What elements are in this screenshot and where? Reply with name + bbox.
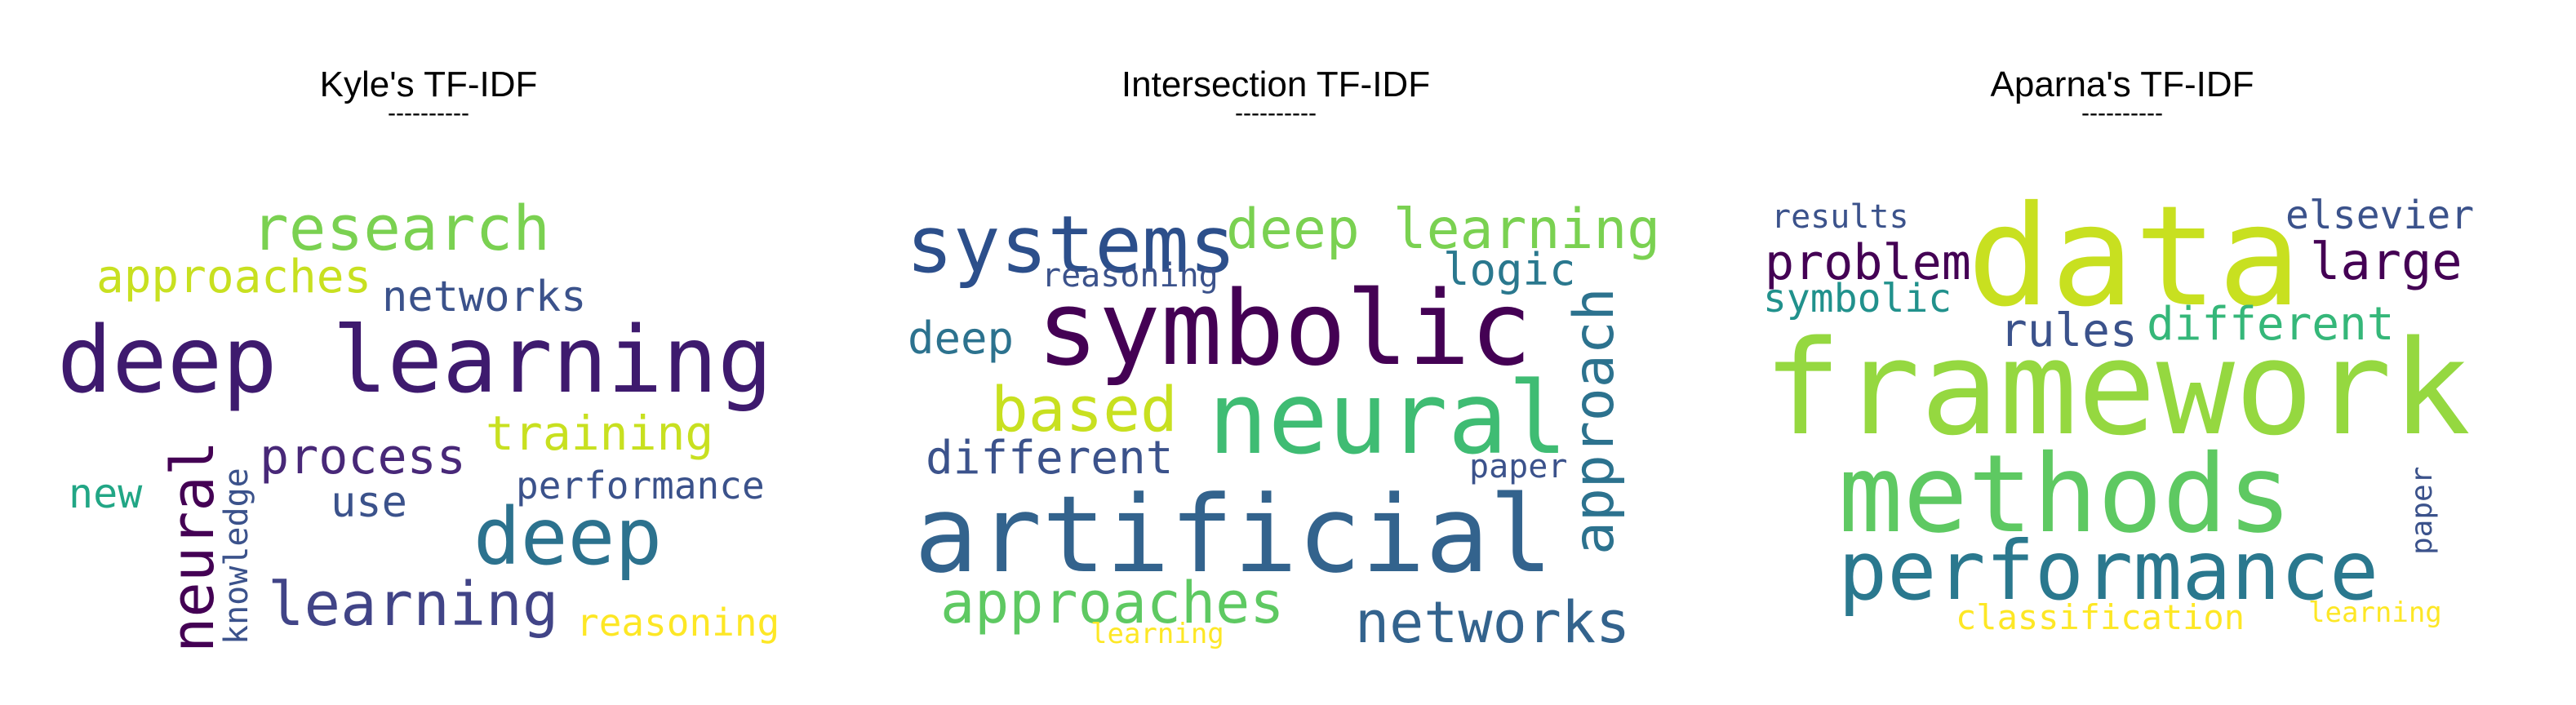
word-use: use <box>331 478 407 527</box>
panel-title-kyle: Kyle's TF-IDF ---------- <box>61 64 796 127</box>
word-cloud-intersection: systems deep learning reasoning logic sy… <box>882 163 1698 685</box>
word-reasoning: reasoning <box>576 601 780 645</box>
word-rules: rules <box>2000 304 2138 357</box>
title-underline: ---------- <box>2081 100 2163 127</box>
word-neural: neural <box>1208 361 1568 477</box>
title-underline: ---------- <box>388 100 469 127</box>
word-new: new <box>69 470 143 517</box>
word-networks: networks <box>382 273 587 321</box>
word-large: large <box>2310 232 2463 291</box>
panel-title-intersection: Intersection TF-IDF ---------- <box>908 64 1643 127</box>
word-deep: deep <box>908 313 1015 364</box>
word-approaches: approaches <box>940 570 1285 636</box>
word-classification: classification <box>1956 597 2245 637</box>
word-cloud-aparna: results elsevier problem data large symb… <box>1747 163 2563 685</box>
word-networks: networks <box>1355 589 1631 656</box>
word-learning: learning <box>1090 618 1224 650</box>
word-learning: learning <box>2308 596 2442 629</box>
word-logic: logic <box>1443 244 1576 295</box>
word-process: process <box>260 428 466 486</box>
word-cloud-kyle: research approaches networks deep learni… <box>24 163 841 685</box>
word-framework: framework <box>1763 312 2471 464</box>
word-paper: paper <box>1469 448 1568 486</box>
word-performance: performance <box>1838 523 2379 619</box>
panel-title-aparna: Aparna's TF-IDF ---------- <box>1755 64 2489 127</box>
word-different: different <box>926 432 1174 485</box>
word-approach: approach <box>1562 287 1627 555</box>
word-knowledge: knowledge <box>218 468 255 645</box>
word-systems: systems <box>906 199 1237 290</box>
word-different: different <box>2147 298 2395 351</box>
word-results: results <box>1771 198 1909 236</box>
title-text: Intersection TF-IDF <box>1121 64 1431 104</box>
title-underline: ---------- <box>1235 100 1317 127</box>
title-text: Aparna's TF-IDF <box>1990 64 2254 104</box>
word-deep-learning: deep learning <box>57 308 773 414</box>
word-artificial: artificial <box>914 472 1553 596</box>
title-text: Kyle's TF-IDF <box>319 64 538 104</box>
word-reasoning: reasoning <box>1042 257 1219 295</box>
word-research: research <box>251 192 551 264</box>
word-methods: methods <box>1838 432 2293 557</box>
word-based: based <box>991 373 1178 446</box>
word-elsevier: elsevier <box>2285 193 2475 238</box>
word-approaches: approaches <box>96 251 372 304</box>
word-data: data <box>1967 176 2302 338</box>
word-learning: learning <box>268 570 559 640</box>
word-paper: paper <box>2405 466 2439 555</box>
word-deep: deep <box>473 491 663 583</box>
word-performance: performance <box>516 463 765 508</box>
word-symbolic: symbolic <box>1763 276 1952 321</box>
word-symbolic: symbolic <box>1037 268 1532 388</box>
word-neural: neural <box>158 440 227 653</box>
word-deep-learning: deep learning <box>1226 197 1661 262</box>
word-training: training <box>486 406 714 461</box>
word-problem: problem <box>1765 234 1971 291</box>
